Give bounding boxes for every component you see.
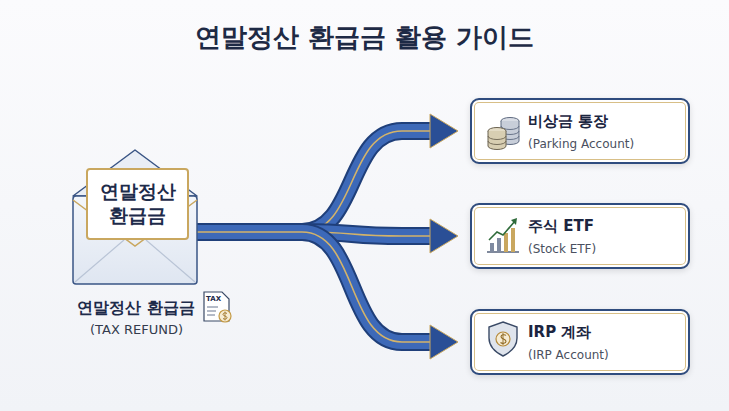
icon-label: TAX (206, 295, 221, 303)
box-subtitle: (Parking Account) (528, 137, 634, 151)
arrow-head (430, 114, 458, 148)
arrow-band-outline (189, 131, 434, 232)
flow-arrow (189, 232, 458, 359)
envelope-fold (146, 240, 195, 282)
flow-arrow (189, 114, 458, 232)
tax-document-icon (204, 292, 231, 322)
arrow-head (430, 325, 458, 359)
arrow-band (189, 232, 434, 342)
box-subtitle: (IRP Account) (528, 348, 609, 362)
arrow-head (430, 219, 458, 253)
card-text: 연말정산 환급금 (88, 180, 187, 228)
arrow-gold-line (189, 232, 434, 342)
option-box: 비상금 통장 (Parking Account) (470, 98, 690, 164)
envelope-caption: 연말정산 환급금 (77, 298, 195, 319)
diagram-title: 연말정산 환급금 활용 가이드 (0, 20, 729, 55)
arrow-band (189, 131, 434, 232)
envelope-fold (75, 240, 124, 282)
arrow-gold-line (189, 131, 434, 232)
box-heading: IRP 계좌 (528, 323, 591, 342)
envelope-subcaption: (TAX REFUND) (90, 322, 183, 337)
box-heading: 주식 ETF (528, 217, 594, 236)
box-subtitle: (Stock ETF) (528, 242, 596, 256)
option-box: 주식 ETF (Stock ETF) (470, 203, 690, 269)
box-heading: 비상금 통장 (528, 112, 608, 131)
option-box: IRP 계좌 (IRP Account) (470, 309, 690, 375)
refund-card: 연말정산 환급금연말정산 환급금(TAX REFUND) (86, 168, 189, 240)
arrow-band-outline (189, 232, 434, 342)
